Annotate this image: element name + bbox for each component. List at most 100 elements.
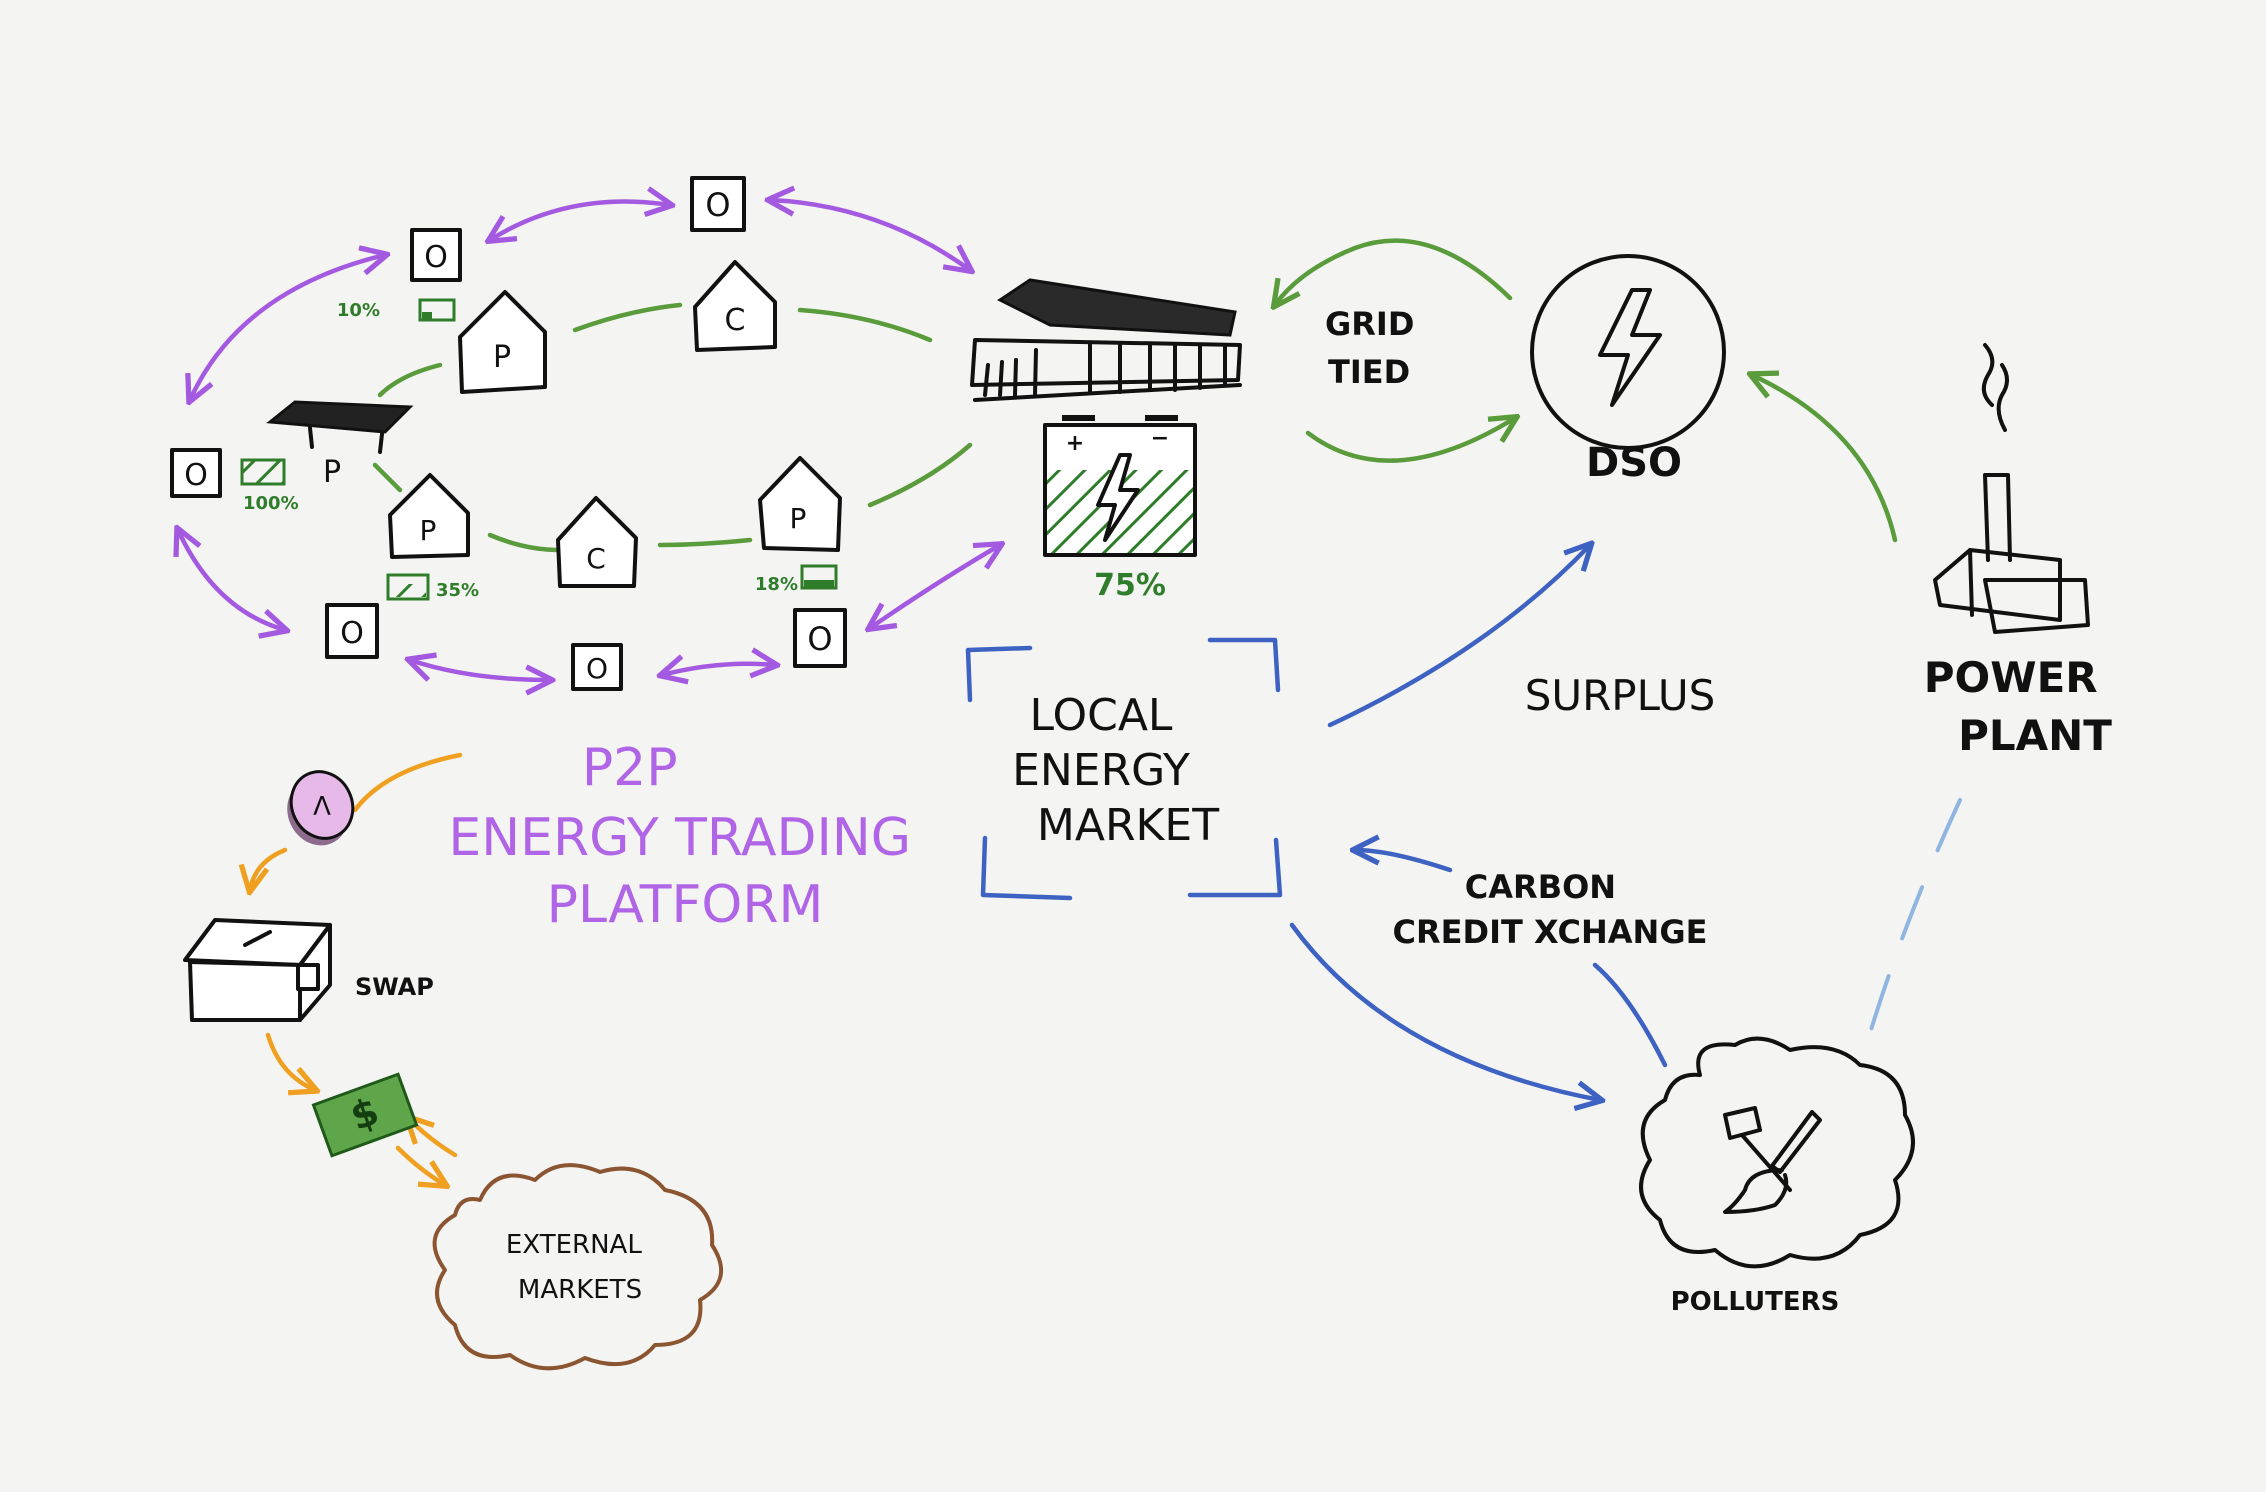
p2p-arrow <box>770 200 970 270</box>
market-line1: LOCAL <box>1030 690 1173 741</box>
polluters-label: POLLUTERS <box>1671 1287 1840 1317</box>
o-label: O <box>586 652 608 685</box>
carport-label: P <box>323 455 341 490</box>
coin: Λ <box>287 770 355 846</box>
grid-arrow-to-building <box>1275 238 1513 305</box>
power-plant-label: POWER PLANT <box>1924 653 2113 760</box>
market-line2: ENERGY <box>1012 745 1190 796</box>
solar-carport: P <box>266 400 414 490</box>
dso-circle <box>1530 254 1726 450</box>
p2p-title-line3: PLATFORM <box>547 875 824 935</box>
o-label: O <box>184 458 208 493</box>
p2p-arrow <box>178 530 285 630</box>
grid-tied-arrows <box>1275 238 1898 543</box>
house-p2: P <box>388 473 470 559</box>
node-o6: O <box>793 608 847 668</box>
battery-percent: 18% <box>755 574 798 595</box>
house-icon <box>458 290 547 394</box>
grid-line <box>372 462 403 493</box>
grid-tied-label: GRID TIED <box>1325 305 1426 391</box>
grid-line <box>487 532 563 553</box>
node-o5: O <box>571 643 623 691</box>
o-box <box>325 603 379 659</box>
carbon-credit-line2: CREDIT XCHANGE <box>1393 913 1708 951</box>
battery-percent: 35% <box>436 580 479 601</box>
market-to-polluters-arrow <box>1289 922 1600 1100</box>
market-label: LOCAL ENERGY MARKET <box>1012 690 1219 851</box>
battery-fill <box>804 580 834 587</box>
o-box <box>793 608 847 668</box>
external-markets-line1: EXTERNAL <box>506 1230 642 1260</box>
house-label: C <box>586 542 606 575</box>
power-plant-line1: POWER <box>1924 653 2098 702</box>
smoke-icon <box>1981 343 2009 432</box>
carport-post <box>308 426 314 449</box>
factory-block <box>1983 578 2090 634</box>
p2p-arrow <box>490 202 670 240</box>
swap-node: SWAP <box>183 918 434 1022</box>
market-brackets <box>965 637 1283 901</box>
plant-polluter-dashed-line <box>1863 798 1962 1052</box>
power-plant-line2: PLANT <box>1958 711 2112 760</box>
lightning-icon <box>1096 453 1140 542</box>
shovel-pick-icon <box>1723 1106 1822 1214</box>
house-icon <box>388 473 470 559</box>
dso-label: DSO <box>1586 440 1682 486</box>
plant-arrow-to-dso <box>1752 375 1898 543</box>
house-icon <box>758 456 842 552</box>
battery-icon <box>240 458 286 486</box>
p2p-arrow <box>410 660 550 680</box>
external-markets-node: EXTERNAL MARKETS <box>432 1163 723 1371</box>
main-battery: + − 75% <box>1043 415 1197 603</box>
factory-icon <box>1983 473 2012 562</box>
p2p-title-line1: P2P <box>582 738 678 798</box>
local-energy-market: LOCAL ENERGY MARKET <box>965 637 1283 901</box>
dollar-bill: $ <box>311 1072 419 1158</box>
house-p3: P <box>758 456 842 552</box>
carbon-credit-label: CARBON CREDIT XCHANGE <box>1393 868 1708 951</box>
node-o2: O <box>410 228 462 282</box>
grid-line <box>657 537 753 548</box>
house-label: P <box>493 340 511 375</box>
p2p-arrows <box>178 200 1000 680</box>
o-box <box>410 228 462 282</box>
grid-line <box>797 307 933 343</box>
building-columns <box>983 343 1227 397</box>
o-box <box>571 643 623 691</box>
dollar-to-external-arrow <box>395 1145 445 1185</box>
p2p-arrow <box>870 545 1000 628</box>
hammer-shape <box>1723 1106 1792 1192</box>
house-p1: P <box>458 290 547 394</box>
battery-icon <box>418 298 456 322</box>
house-label: P <box>420 514 437 547</box>
o-label: O <box>705 186 730 224</box>
house-icon <box>693 260 777 352</box>
battery-10: 10% <box>337 298 456 322</box>
battery-100: 100% <box>240 458 299 514</box>
community-building <box>970 278 1242 402</box>
power-plant: POWER PLANT <box>1924 343 2113 760</box>
battery-percent: 10% <box>337 300 380 321</box>
p2p-arrow <box>662 664 775 675</box>
house-icon <box>556 496 638 588</box>
solar-roof-icon <box>997 278 1237 337</box>
o-box <box>690 176 746 232</box>
grid-line <box>572 302 683 333</box>
lock-icon <box>296 963 320 991</box>
coin-to-swap-arrow <box>250 847 288 890</box>
grid-arrow-to-dso <box>1305 418 1515 463</box>
building-base <box>973 383 1242 402</box>
solar-roof-icon <box>266 400 414 434</box>
battery-icon <box>386 573 430 601</box>
dollar-bill-icon <box>311 1072 419 1158</box>
market-arrows <box>1289 545 1668 1100</box>
surplus-label: SURPLUS <box>1525 671 1716 720</box>
swap-to-dollar-arrow <box>265 1032 315 1090</box>
battery-plus: + <box>1066 431 1084 456</box>
house-label: P <box>790 502 807 535</box>
node-o1: O <box>690 176 746 232</box>
node-o4: O <box>325 603 379 659</box>
battery-35: 35% <box>386 573 479 601</box>
battery-percent: 75% <box>1094 568 1166 603</box>
